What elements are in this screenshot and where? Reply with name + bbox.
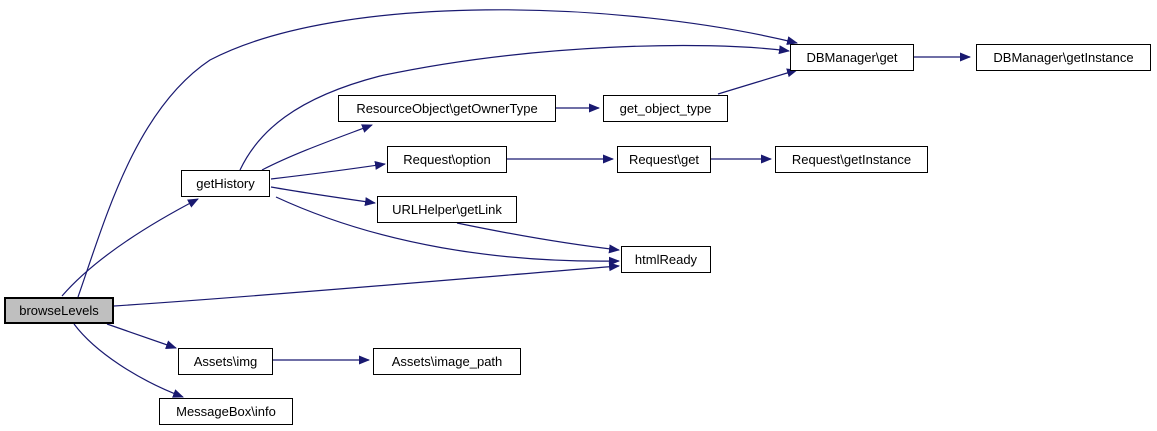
node-html-ready[interactable]: htmlReady xyxy=(621,246,711,273)
node-assets-img[interactable]: Assets\img xyxy=(178,348,273,375)
edge-get-history-to-request-option xyxy=(270,161,386,180)
edge-get-history-to-html-ready xyxy=(275,196,620,266)
node-dbmanager-get[interactable]: DBManager\get xyxy=(790,44,914,71)
edge-browse-levels-to-assets-img xyxy=(106,323,177,349)
node-request-get-instance[interactable]: Request\getInstance xyxy=(775,146,928,173)
edge-get-history-to-urlhelper-get-link xyxy=(270,186,376,207)
node-resource-object-get-owner-type[interactable]: ResourceObject\getOwnerType xyxy=(338,95,556,122)
node-get-object-type[interactable]: get_object_type xyxy=(603,95,728,122)
node-dbmanager-get-instance[interactable]: DBManager\getInstance xyxy=(976,44,1151,71)
edge-get-history-to-dbmanager-get xyxy=(239,44,790,171)
edge-browse-levels-to-message-box-info xyxy=(73,323,184,398)
edge-urlhelper-get-link-to-html-ready xyxy=(456,222,620,254)
node-request-get[interactable]: Request\get xyxy=(617,146,711,173)
edge-browse-levels-to-html-ready xyxy=(113,262,620,307)
edge-get-history-to-resource-object-get-owner-type xyxy=(261,124,373,171)
node-browse-levels[interactable]: browseLevels xyxy=(4,297,114,324)
node-request-option[interactable]: Request\option xyxy=(387,146,507,173)
edge-browse-levels-to-dbmanager-get xyxy=(77,9,798,298)
node-message-box-info[interactable]: MessageBox\info xyxy=(159,398,293,425)
node-urlhelper-get-link[interactable]: URLHelper\getLink xyxy=(377,196,517,223)
edge-get-object-type-to-dbmanager-get xyxy=(717,68,798,95)
edge-browse-levels-to-get-history xyxy=(61,198,199,297)
node-assets-image-path[interactable]: Assets\image_path xyxy=(373,348,521,375)
node-get-history[interactable]: getHistory xyxy=(181,170,270,197)
